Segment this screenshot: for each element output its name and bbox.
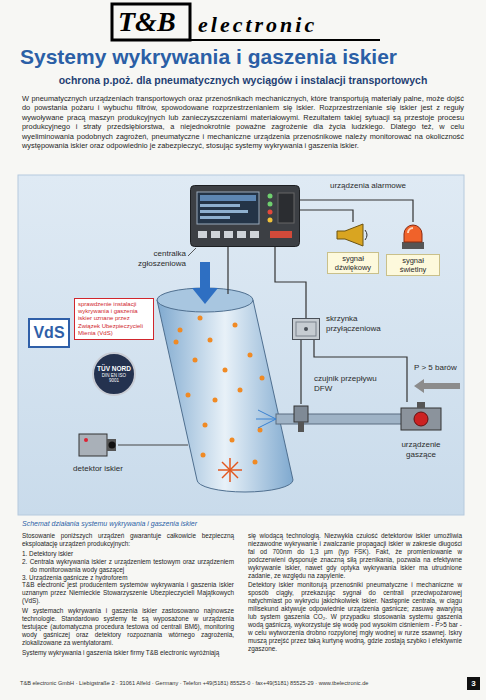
figure-caption: Schemat działania systemu wykrywania i g… — [22, 519, 462, 528]
logo-frame — [112, 4, 190, 40]
list-item: 2. Centrala wykrywania iskier z urządzen… — [22, 558, 234, 574]
lamp-symbol-icon — [398, 222, 428, 250]
spark-detector: detektor iskier — [78, 430, 118, 460]
lamp-symbol: sygnał świetlny — [398, 222, 428, 250]
body-paragraph: się wiodącą technologią. Niezwykła czuło… — [248, 532, 462, 579]
spark-detector-icon — [78, 430, 118, 460]
diagram-panel — [18, 175, 464, 515]
logo-mark: T&B — [118, 7, 188, 37]
node-label: centralka zgłoszeniowa — [110, 249, 186, 269]
vds-note: sprawdzenie instalacji wykrywania i gasz… — [74, 298, 154, 340]
signal-wire — [300, 340, 301, 404]
logo-rule — [190, 39, 380, 41]
page-number: 3 — [467, 677, 480, 690]
node-label: urządzenie gaszące — [390, 440, 452, 460]
node-label: TÜV NORD — [97, 365, 131, 373]
junction-box-icon — [292, 318, 320, 340]
footer-address: T&B electronic GmbH · Liebigstraße 2 · 3… — [20, 679, 460, 687]
control-panel-icon — [190, 185, 300, 247]
node-label: VdS — [33, 324, 64, 342]
flow-sensor-icon — [292, 404, 310, 432]
pressure-label: P > 5 barów — [414, 363, 462, 373]
control-panel: centralka zgłoszeniowa — [190, 185, 300, 247]
duct-cylinder — [157, 288, 293, 492]
junction-box: skrzynka przyłączeniowa — [292, 318, 320, 340]
node-label: skrzynka przyłączeniowa — [326, 314, 408, 334]
node-label: czujnik przepływu DFW — [314, 374, 386, 394]
pressure-arrow — [414, 379, 460, 393]
intro-paragraph: W pneumatycznych urządzeniach transporto… — [22, 94, 464, 150]
page-title: Systemy wykrywania i gaszenia iskier — [20, 44, 466, 70]
detector-beam — [118, 445, 188, 446]
wire — [227, 247, 228, 294]
signal-wire — [300, 210, 353, 222]
body-paragraph: T&B electronic jest producentem systemów… — [22, 581, 234, 605]
logo-text: electronic — [198, 12, 398, 38]
subtitle: ochrona p.poż. dla pneumatycznych wyciąg… — [20, 74, 466, 87]
list-item: 1. Detektory iskier — [22, 550, 234, 558]
extinguishing-unit-icon — [400, 402, 442, 436]
tuv-seal: TÜV NORDDIN EN ISO 9001 — [92, 352, 136, 396]
list-item: 3. Urządzenia gaśnicze z hydroforem — [22, 574, 234, 582]
horn-symbol-icon — [335, 222, 371, 248]
node-label: detektor iskier — [63, 464, 133, 474]
horn-symbol: sygnał dźwiękowy — [335, 222, 371, 248]
body-paragraph: W systemach wykrywania i gaszenia iskier… — [22, 607, 234, 647]
node-label: sygnał świetlny — [386, 254, 440, 276]
body-paragraph: Systemy wykrywania i gaszenia iskier fir… — [22, 649, 234, 657]
signal-wire — [300, 200, 413, 222]
group-label: urządzenia alarmowe — [330, 181, 460, 191]
body-paragraph: Stosowanie poniższych urządzeń gwarantuj… — [22, 532, 234, 548]
body-paragraph: Detektory iskier monitorują przenośniki … — [248, 581, 462, 652]
node-label: sprawdzenie instalacji wykrywania i gasz… — [78, 301, 150, 337]
vds-mark: VdS — [28, 318, 70, 348]
airflow-arrow — [192, 262, 218, 304]
extinguishing-unit: urządzenie gaszące — [400, 402, 442, 436]
water-spray — [256, 410, 276, 428]
text-column: Stosowanie poniższych urządzeń gwarantuj… — [22, 532, 234, 672]
signal-wire — [275, 247, 306, 318]
node-label: DIN EN ISO 9001 — [97, 373, 131, 384]
flow-sensor: czujnik przepływu DFW — [292, 404, 310, 432]
leader-line — [188, 248, 196, 256]
text-column: się wiodącą technologią. Niezwykła czuło… — [248, 532, 462, 672]
signal-wire — [314, 340, 407, 402]
node-label: sygnał dźwiękowy — [327, 252, 379, 274]
